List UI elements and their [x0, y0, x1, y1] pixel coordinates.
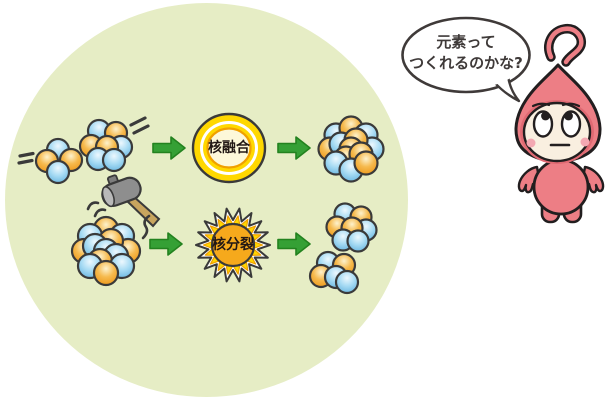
- atom-cluster-fission-product-2: [308, 250, 360, 295]
- atom-cluster-fission-product-1: [325, 202, 378, 253]
- mascot-eyebrow-left: [531, 102, 551, 108]
- mascot-body: [532, 158, 590, 216]
- atom-cluster-fusion-product: [317, 115, 385, 183]
- speech-line-2: つくれるのかな?: [409, 54, 523, 72]
- mascot-cheek-left: [526, 138, 536, 148]
- question-curl-icon: [544, 24, 587, 67]
- arrow-right-icon-fusion-in: [152, 136, 186, 160]
- atom-cluster-fusion-reactant-small: [34, 137, 84, 185]
- mascot-cheek-right: [580, 137, 590, 147]
- atom-cluster-fission-reactant: [70, 215, 142, 287]
- fusion-reactor-ring: [191, 112, 267, 184]
- fusion-row: [17, 112, 385, 185]
- fusion-label: 核融合: [208, 140, 250, 156]
- mascot-pupil-right: [564, 111, 573, 121]
- speech-bubble: [401, 16, 531, 103]
- speech-bubble-text: 元素って つくれるのかな?: [402, 32, 530, 74]
- mascot-character: [514, 24, 605, 224]
- speed-lines-icon: [17, 151, 35, 165]
- arrow-right-icon-fusion-out: [277, 136, 311, 160]
- mascot-face: [520, 100, 594, 164]
- atom-cluster-fusion-reactant-medium: [78, 118, 134, 173]
- arrow-right-icon-fission-in: [149, 232, 183, 256]
- fission-starburst: [195, 207, 271, 283]
- speech-line-1: 元素って: [436, 33, 496, 51]
- mascot-pupil-left: [541, 111, 550, 121]
- diagram-background-circle: [5, 3, 408, 397]
- hammer-icon: [101, 174, 161, 228]
- mascot-eyebrow-right: [561, 102, 581, 108]
- impact-marks-icon: [86, 201, 151, 240]
- speed-lines-icon-2: [129, 116, 150, 135]
- arrow-right-icon-fission-out: [277, 232, 311, 256]
- fission-row: [70, 174, 378, 295]
- fission-label: 核分裂: [212, 237, 254, 253]
